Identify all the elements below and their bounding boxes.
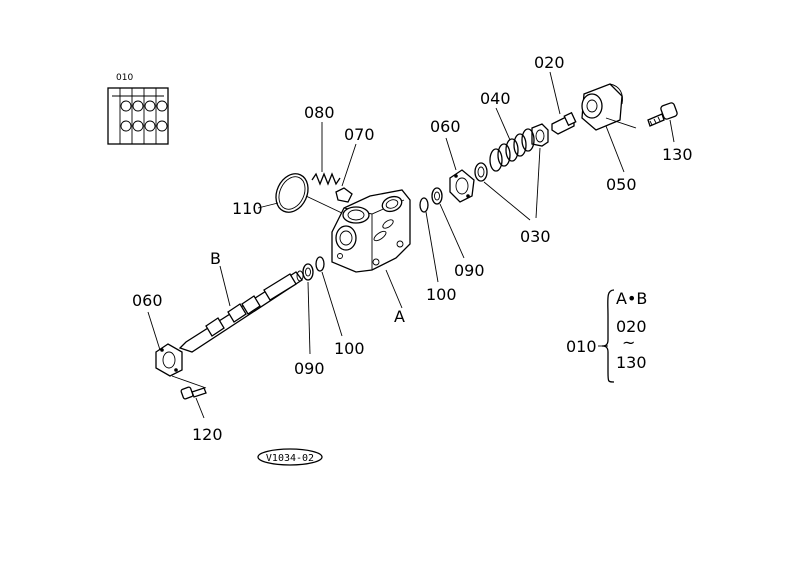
label-020: 020 [534,53,565,72]
label-100-right: 100 [426,285,457,304]
part-100-ring-right: 100 [419,197,457,304]
part-060-flange-top: 060 [430,117,475,203]
part-080-spring: 080 [304,103,341,186]
label-080: 080 [304,103,335,122]
part-050-cap: 050 [581,83,637,194]
part-B-spool: B [178,249,304,353]
part-110-o-ring: 110 [232,173,345,218]
legend-line-020: 020 [616,317,647,336]
label-B: B [210,249,221,268]
part-070-poppet: 070 [335,125,375,203]
part-020-adjust-screw: 020 [534,53,577,135]
label-130: 130 [662,145,693,164]
thumbnail-valve-stack: 010 [107,73,169,145]
label-A: A [394,307,405,326]
label-110: 110 [232,199,263,218]
reference-badge: V1034-02 [257,448,323,466]
label-030: 030 [520,227,551,246]
label-010-thumb: 010 [116,73,133,83]
label-040: 040 [480,89,511,108]
part-090-seal-left: 090 [294,263,325,378]
part-090-seal-right: 090 [431,187,485,280]
part-120-bolt: 120 [180,386,223,444]
label-120: 120 [192,425,223,444]
legend-code: 010 [566,337,597,356]
label-090-right: 090 [454,261,485,280]
part-060-flange-left: 060 [132,291,207,389]
label-060-left: 060 [132,291,163,310]
kit-legend: 010 A•B 020 ~ 130 [566,289,647,383]
part-130-bolt: 130 [605,102,693,164]
legend-line-130: 130 [616,353,647,372]
part-030-spring-seat: 030 [474,123,551,246]
reference-code: V1034-02 [266,453,314,464]
part-040-spring: 040 [480,89,535,172]
legend-tilde: ~ [622,333,635,352]
part-100-ring-left: 100 [315,256,365,358]
part-A-valve-body: A [331,189,411,326]
label-060-top: 060 [430,117,461,136]
label-050: 050 [606,175,637,194]
label-100-left: 100 [334,339,365,358]
label-090-left: 090 [294,359,325,378]
label-070: 070 [344,125,375,144]
legend-line-ab: A•B [616,289,647,308]
